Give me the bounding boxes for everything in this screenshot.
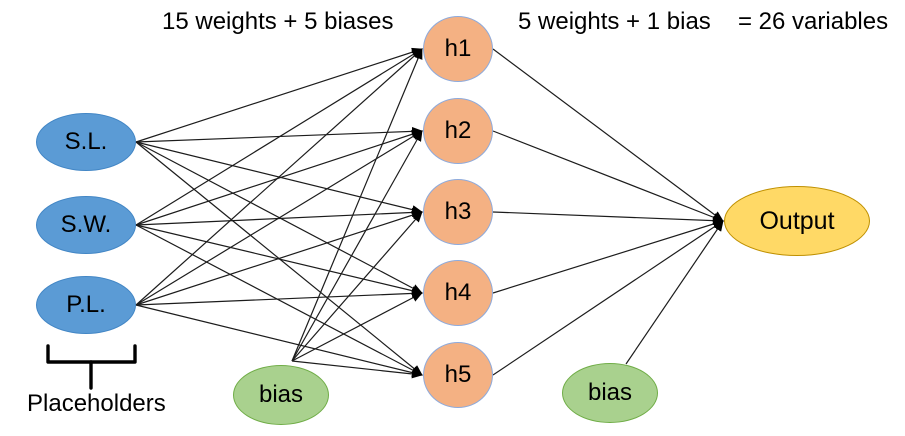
edge-input-sl-to-hidden-h2 — [135, 126, 423, 143]
node-hidden-h3: h3 — [423, 179, 493, 245]
placeholders-label: Placeholders — [27, 390, 166, 417]
edge-input-pl-to-hidden-h4 — [135, 288, 423, 306]
edge-bias-hidden-to-hidden-h2 — [291, 130, 423, 362]
edge-input-sw-to-hidden-h2 — [135, 129, 423, 226]
edge-hidden-h5-to-output — [492, 220, 724, 376]
node-bias-hidden: bias — [233, 365, 329, 425]
node-hidden-h2: h2 — [423, 98, 493, 164]
edge-input-sw-to-hidden-h5 — [135, 224, 423, 376]
node-input-sw: S.W. — [36, 196, 136, 254]
node-hidden-h1: h1 — [423, 16, 493, 82]
edge-bias-hidden-to-hidden-h1 — [291, 48, 423, 362]
edge-input-sw-to-hidden-h1 — [135, 48, 423, 226]
edge-bias-output-to-output — [625, 220, 724, 365]
edge-bias-hidden-to-hidden-h4 — [291, 292, 423, 362]
node-label: h4 — [444, 279, 472, 306]
edge-hidden-h3-to-output — [492, 211, 724, 226]
edge-hidden-h2-to-output — [492, 130, 724, 222]
node-label: S.L. — [64, 128, 108, 155]
node-label: S.W. — [60, 211, 112, 238]
edge-input-sl-to-hidden-h1 — [135, 47, 423, 143]
node-input-pl: P.L. — [36, 276, 136, 334]
node-label: Output — [759, 206, 835, 235]
total-variables-label: = 26 variables — [738, 8, 889, 35]
hidden-layer-weights-label: 15 weights + 5 biases — [162, 8, 394, 35]
node-label: bias — [258, 381, 304, 408]
node-input-sl: S.L. — [36, 113, 136, 171]
node-label: h2 — [444, 117, 472, 144]
node-label: h5 — [444, 361, 472, 388]
edge-input-pl-to-hidden-h1 — [135, 48, 423, 306]
placeholders-brace — [46, 344, 137, 390]
node-label: bias — [587, 379, 633, 406]
node-output: Output — [724, 186, 870, 256]
edge-hidden-h1-to-output — [492, 48, 724, 222]
edge-input-sw-to-hidden-h4 — [135, 224, 423, 296]
edge-hidden-h4-to-output — [492, 219, 724, 294]
node-bias-output: bias — [562, 363, 658, 423]
edge-input-sw-to-hidden-h3 — [135, 207, 423, 226]
node-hidden-h5: h5 — [423, 342, 493, 408]
node-label: h1 — [444, 35, 472, 62]
edge-input-pl-to-hidden-h2 — [135, 130, 423, 306]
edge-input-sl-to-hidden-h4 — [135, 141, 423, 294]
edge-input-sl-to-hidden-h3 — [135, 141, 423, 214]
node-hidden-h4: h4 — [423, 260, 493, 326]
edge-input-pl-to-hidden-h3 — [135, 210, 423, 306]
edge-input-sl-to-hidden-h5 — [135, 141, 423, 376]
edge-bias-hidden-to-hidden-h3 — [291, 211, 423, 362]
node-label: P.L. — [66, 291, 106, 318]
node-label: h3 — [444, 198, 472, 225]
output-layer-weights-label: 5 weights + 1 bias — [518, 8, 711, 35]
